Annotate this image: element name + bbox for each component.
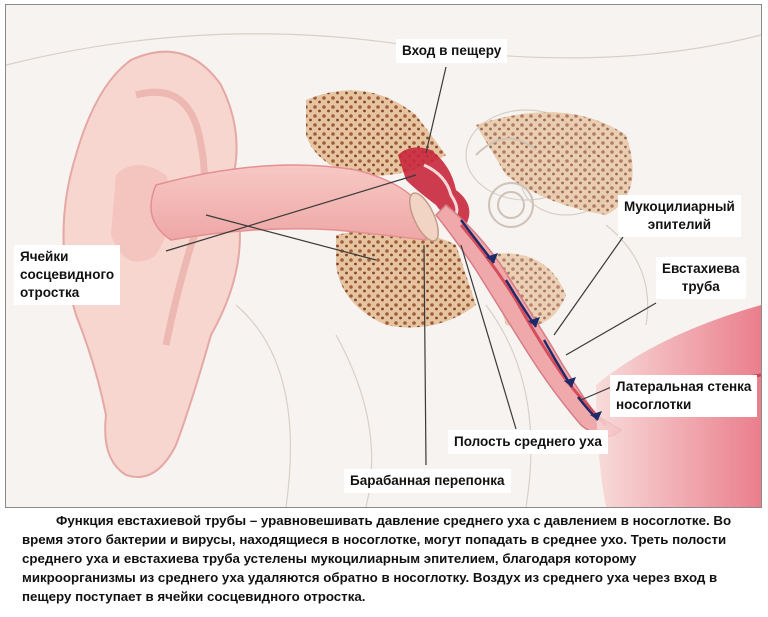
ear-canal [150,164,427,241]
ear-anatomy-diagram: Вход в пещеру Мукоцилиарный эпителий Евс… [5,4,762,508]
label-line: Мукоцилиарный [624,199,735,214]
leader-lines [165,66,657,466]
label-line: труба [681,279,720,294]
label-eardrum: Барабанная перепонка [344,469,511,493]
bone-upper-right [476,112,633,215]
label-line: сосцевидного [20,267,115,282]
auricle [62,50,241,478]
label-line: Ячейки [20,249,69,264]
label-line: отростка [20,285,80,300]
label-eustachian-tube: Евстахиева труба [656,257,746,299]
label-vhod-v-peshcheru: Вход в пещеру [396,39,508,63]
eardrum [409,192,439,242]
label-middle-ear-cavity: Полость среднего уха [448,430,608,454]
figure-caption: Функция евстахиевой трубы – уравновешива… [22,513,732,604]
mastoid-cells-lower [336,229,476,328]
label-line: эпителий [647,217,711,232]
ear-illustration [6,33,761,507]
label-line: Евстахиева [662,261,740,276]
arrow-heads [486,253,602,420]
middle-ear-cavity [398,147,470,225]
label-line: Латеральная стенка [616,379,752,394]
label-lateral-nasopharynx-wall: Латеральная стенка носоглотки [610,375,758,417]
label-mastoid-cells: Ячейки сосцевидного отростка [14,245,121,305]
label-line: носоглотки [616,397,692,412]
inner-ear [475,137,537,228]
label-mucociliary-epithelium: Мукоцилиарный эпителий [618,195,741,237]
